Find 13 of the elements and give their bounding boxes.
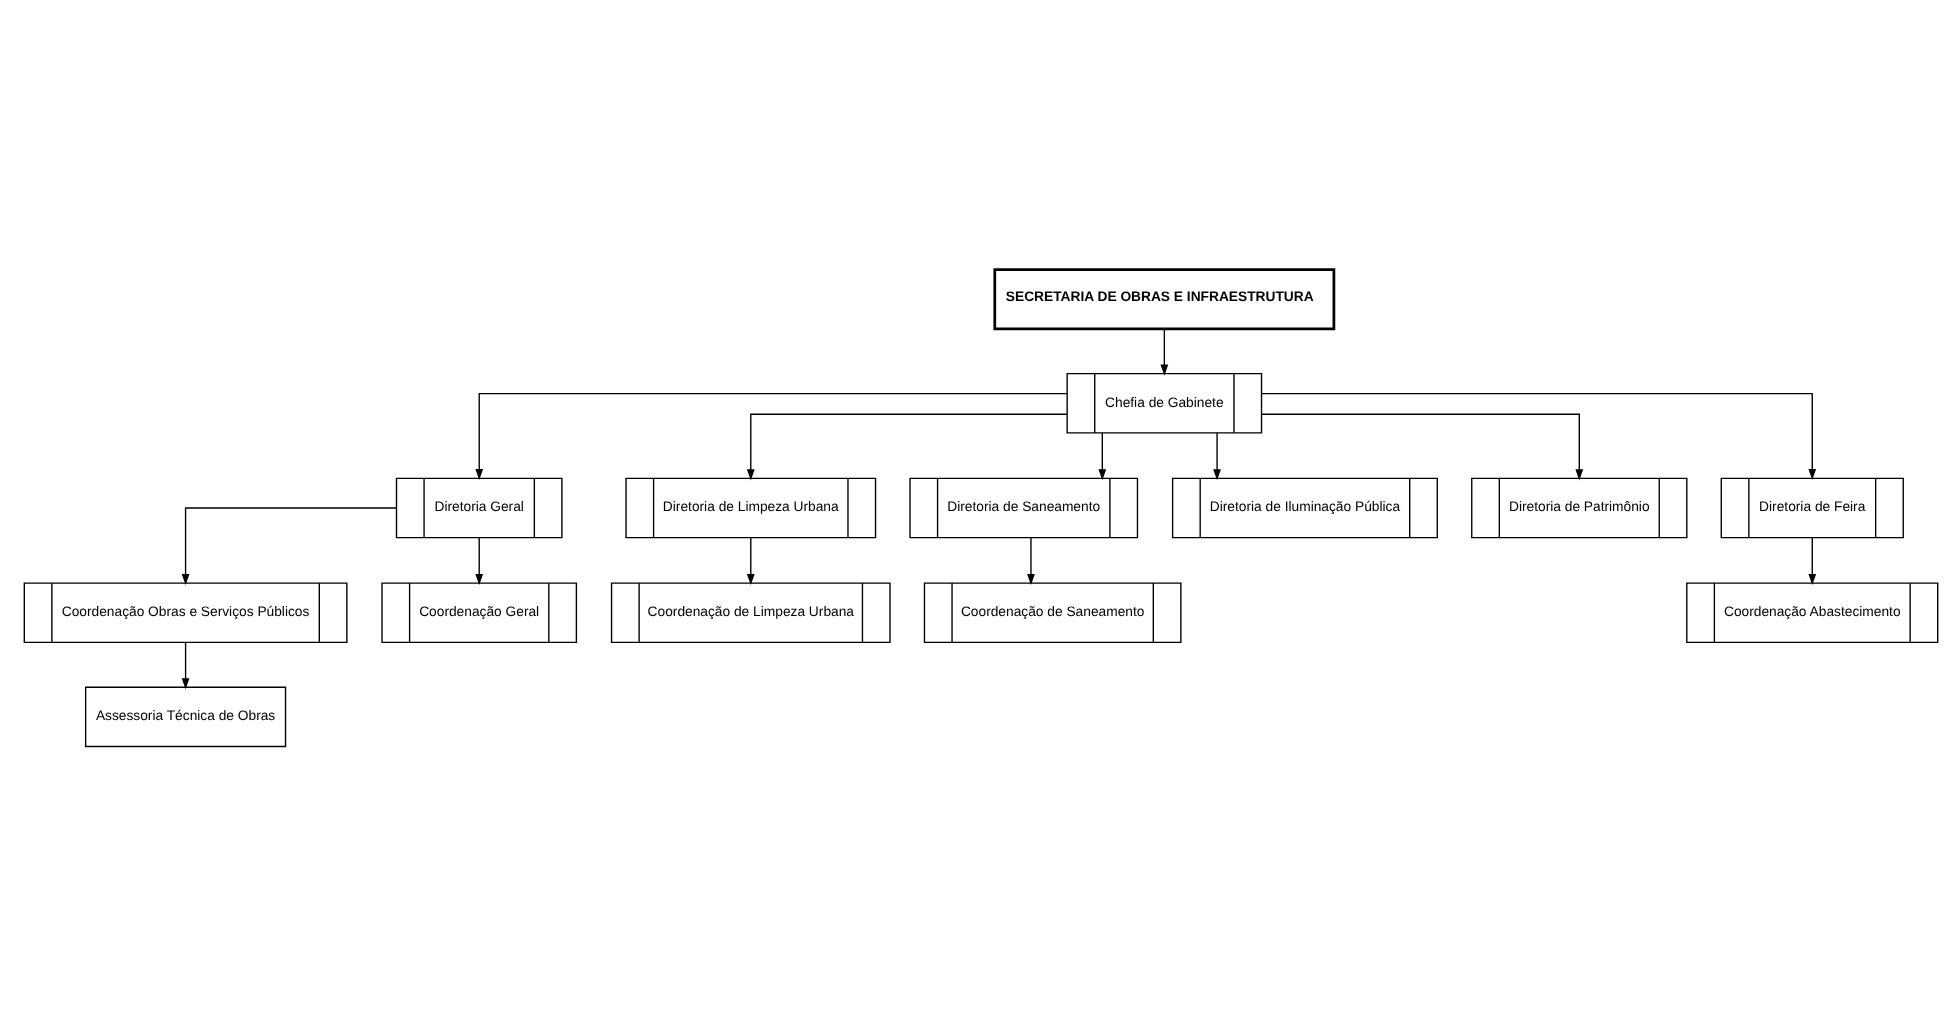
arrow <box>1212 431 1220 480</box>
arrow <box>1259 412 1583 480</box>
arrow <box>1260 391 1816 479</box>
arrow <box>474 536 483 585</box>
arrow <box>1097 431 1106 480</box>
arrow <box>1159 327 1168 375</box>
arrow <box>745 412 1067 480</box>
arrow <box>180 506 396 585</box>
arrow <box>474 391 1067 479</box>
arrow <box>745 536 754 585</box>
arrow <box>180 641 189 689</box>
arrow <box>1807 536 1816 585</box>
arrow <box>1026 536 1034 585</box>
